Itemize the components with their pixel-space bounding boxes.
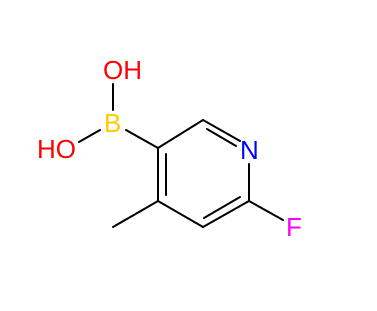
bond-c6-f xyxy=(248,200,284,221)
bond-c3-c2 xyxy=(157,119,204,149)
bond-c5-c4 xyxy=(157,200,204,228)
atom-oh-left: HO xyxy=(37,134,76,164)
bond-c6-c5 xyxy=(202,200,250,228)
bond-c4-methyl xyxy=(112,200,159,228)
bond-b-c3 xyxy=(125,129,159,149)
atom-labels: OH HO B N F xyxy=(37,55,302,242)
bond-c2-n-double xyxy=(206,128,237,147)
bond-c2-n xyxy=(202,119,241,142)
bond-b-oh-left xyxy=(78,129,101,143)
bonds xyxy=(78,83,284,228)
atom-nitrogen: N xyxy=(240,135,259,165)
atom-boron: B xyxy=(104,108,121,138)
atom-oh-top: OH xyxy=(103,55,142,85)
atom-fluorine: F xyxy=(286,212,302,242)
bond-c6-c5-double xyxy=(203,196,241,219)
